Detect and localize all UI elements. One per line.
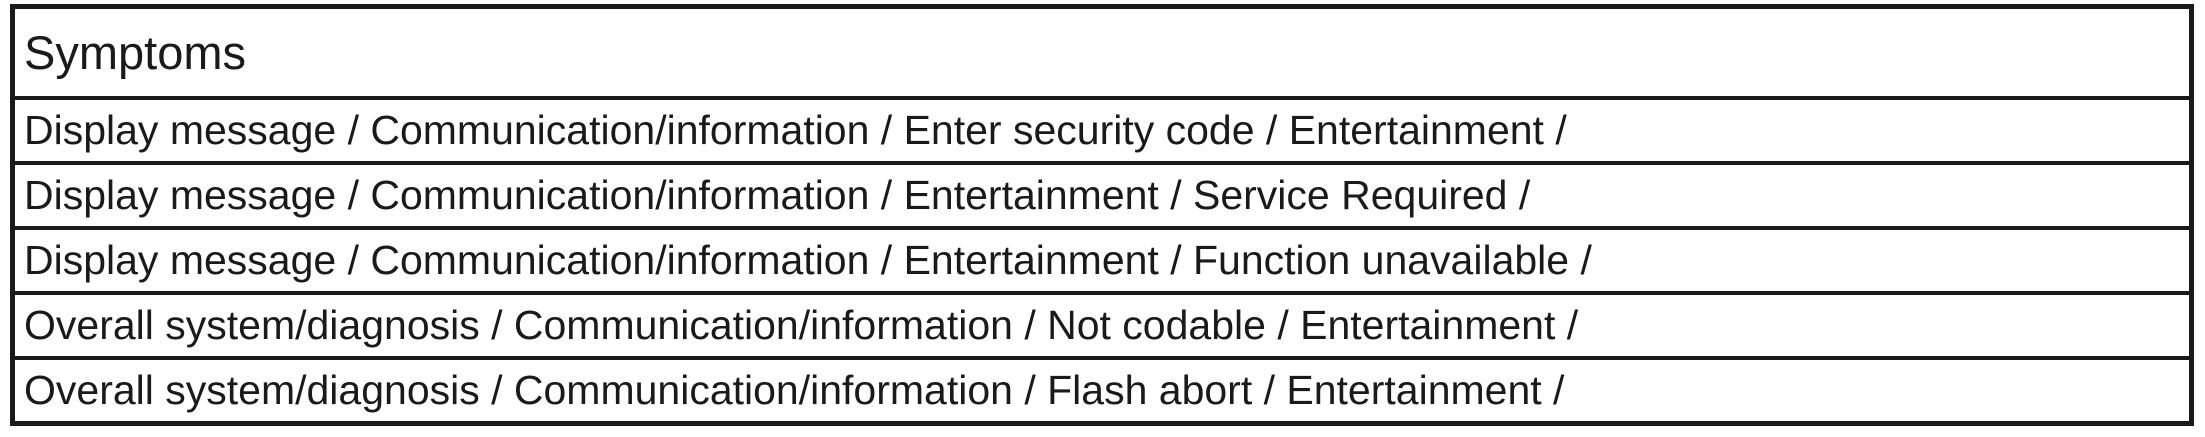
symptom-text[interactable]: Display message / Communication/informat…: [12, 161, 2192, 228]
symptom-row[interactable]: Display message / Communication/informat…: [12, 226, 2192, 293]
symptom-row[interactable]: Display message / Communication/informat…: [12, 96, 2192, 163]
symptom-row[interactable]: Overall system/diagnosis / Communication…: [12, 291, 2192, 358]
symptom-text[interactable]: Display message / Communication/informat…: [12, 96, 2192, 163]
symptom-text[interactable]: Display message / Communication/informat…: [12, 226, 2192, 293]
symptoms-column-header: Symptoms: [24, 26, 246, 79]
symptom-text[interactable]: Overall system/diagnosis / Communication…: [12, 356, 2192, 424]
symptoms-table: Symptoms Display message / Communication…: [10, 4, 2194, 426]
table-header-row: Symptoms: [13, 7, 2192, 99]
symptom-row[interactable]: Display message / Communication/informat…: [12, 161, 2192, 228]
symptom-text[interactable]: Overall system/diagnosis / Communication…: [12, 291, 2192, 358]
symptom-row[interactable]: Overall system/diagnosis / Communication…: [12, 356, 2192, 424]
